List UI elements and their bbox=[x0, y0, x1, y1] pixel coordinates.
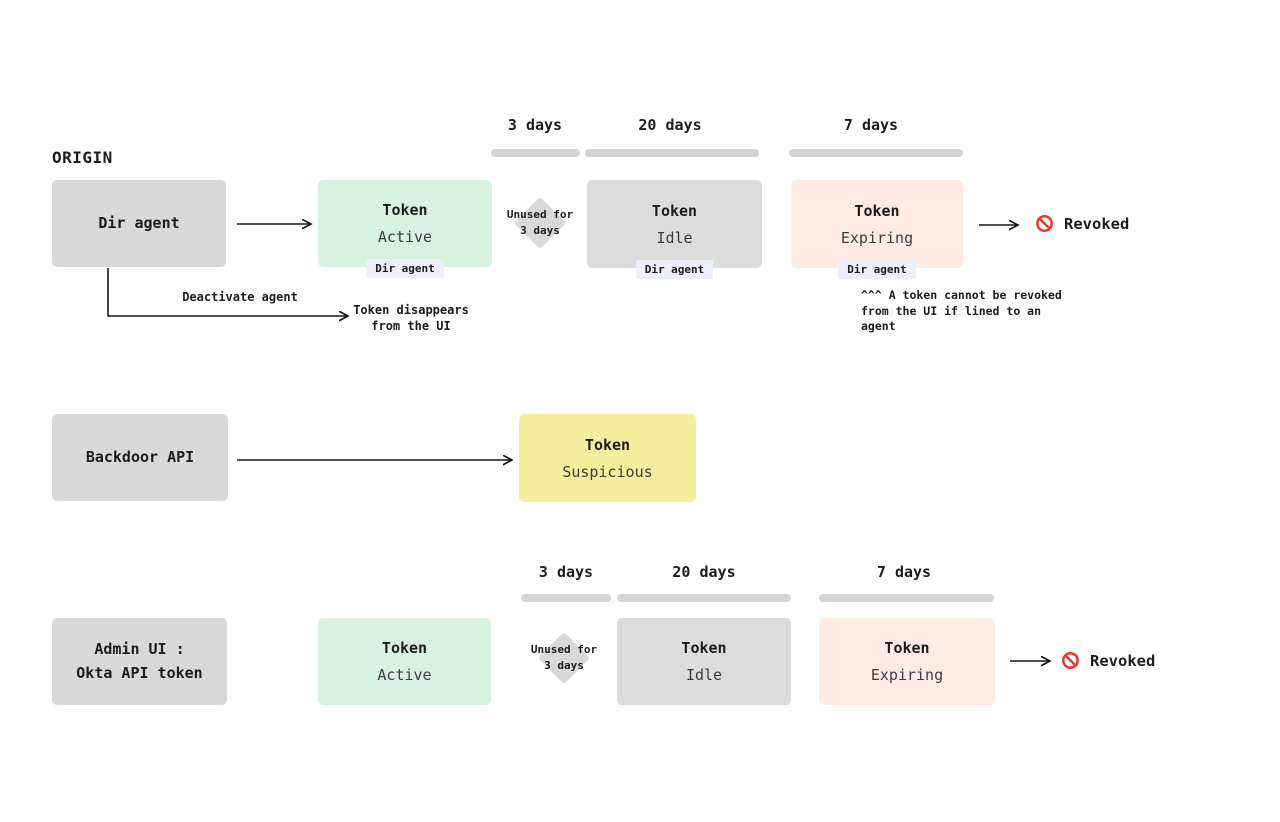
token-status: Idle bbox=[685, 666, 723, 684]
duration-bar bbox=[585, 149, 759, 157]
token-title: Token bbox=[681, 639, 727, 657]
owner-badge: Dir agent bbox=[838, 260, 916, 279]
token-title: Token bbox=[381, 639, 428, 657]
token-status: Active bbox=[377, 228, 433, 246]
token-status: Expiring bbox=[840, 228, 914, 247]
duration-bar bbox=[491, 149, 580, 157]
token-status: Active bbox=[377, 666, 432, 684]
duration-label-20days: 20 days bbox=[672, 563, 736, 581]
node-label: Dir agent bbox=[98, 213, 180, 232]
condition-unused-3-days: Unused for 3 days bbox=[512, 631, 616, 685]
duration-bar bbox=[789, 149, 963, 157]
owner-badge: Dir agent bbox=[635, 260, 714, 279]
duration-label-3days: 3 days bbox=[507, 116, 563, 134]
token-title: Token bbox=[651, 201, 698, 220]
node-token-idle: Token Idle bbox=[617, 618, 791, 705]
no-entry-icon bbox=[1036, 215, 1053, 232]
token-status: Expiring bbox=[870, 666, 944, 684]
duration-label-7days: 7 days bbox=[843, 116, 899, 134]
revoked-label: Revoked bbox=[1064, 214, 1130, 233]
node-backdoor-api: Backdoor API bbox=[52, 414, 228, 501]
token-title: Token bbox=[382, 201, 428, 219]
token-status: Idle bbox=[656, 228, 693, 247]
token-title: Token bbox=[854, 201, 900, 220]
duration-label-20days: 20 days bbox=[638, 116, 702, 134]
condition-line1: Unused for bbox=[506, 208, 574, 222]
condition-line2: 3 days bbox=[544, 659, 584, 672]
node-token-active: Token Active Dir agent bbox=[318, 180, 492, 278]
node-token-expiring: Token Expiring bbox=[819, 618, 995, 705]
owner-badge: Dir agent bbox=[366, 259, 444, 278]
duration-label-3days: 3 days bbox=[538, 563, 594, 581]
duration-bar bbox=[617, 594, 791, 602]
node-token-expiring: Token Expiring Dir agent bbox=[791, 180, 963, 279]
token-disappears-note: Token disappears from the UI bbox=[353, 303, 469, 333]
revoked-state: Revoked bbox=[1061, 651, 1155, 670]
revoke-restriction-note: ^^^ A token cannot be revoked from the U… bbox=[861, 288, 1062, 333]
deactivate-agent-label: Deactivate agent bbox=[182, 290, 298, 304]
node-token-suspicious: Token Suspicious bbox=[519, 414, 696, 502]
node-label: Backdoor API bbox=[85, 447, 195, 466]
node-dir-agent: Dir agent bbox=[52, 180, 226, 267]
token-title: Token bbox=[884, 639, 930, 657]
duration-label-7days: 7 days bbox=[876, 563, 932, 581]
node-label-line2: Okta API token bbox=[76, 663, 203, 682]
condition-unused-3-days: Unused for 3 days bbox=[488, 196, 592, 250]
condition-line1: Unused for bbox=[530, 643, 598, 657]
revoked-state: Revoked bbox=[1035, 214, 1129, 233]
token-title: Token bbox=[584, 435, 631, 454]
revoked-label: Revoked bbox=[1090, 651, 1156, 670]
duration-bar bbox=[819, 594, 994, 602]
origin-heading: ORIGIN bbox=[52, 148, 113, 167]
node-admin-ui-okta-token: Admin UI : Okta API token bbox=[52, 618, 227, 705]
condition-line2: 3 days bbox=[520, 224, 560, 237]
duration-bar bbox=[521, 594, 611, 602]
node-label-line1: Admin UI : bbox=[94, 640, 185, 659]
node-token-idle: Token Idle Dir agent bbox=[587, 180, 762, 279]
node-token-active: Token Active bbox=[318, 618, 491, 705]
no-entry-icon bbox=[1062, 652, 1079, 669]
token-status: Suspicious bbox=[562, 462, 653, 481]
